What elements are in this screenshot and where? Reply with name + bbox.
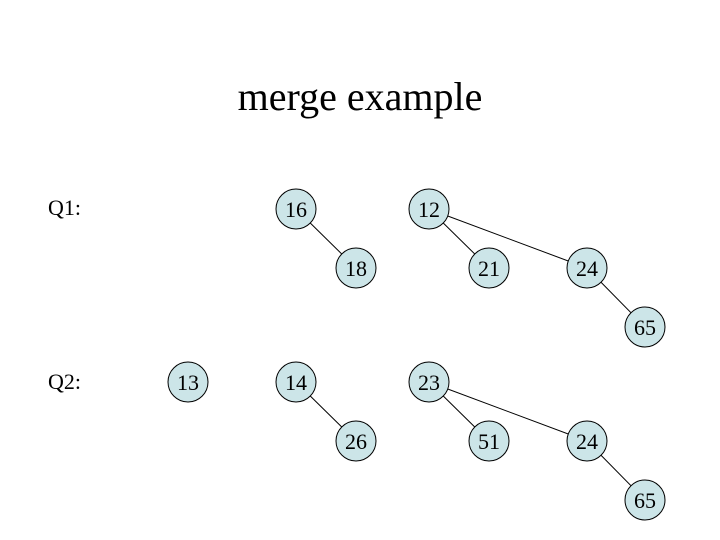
edge-q1-12-to-q1-24: [428, 208, 588, 269]
node-value: 12: [418, 197, 440, 222]
node-q1-18: 18: [335, 247, 377, 289]
node-q1-21: 21: [468, 247, 510, 289]
node-value: 14: [285, 370, 307, 395]
node-value: 23: [418, 370, 440, 395]
node-circle: [275, 361, 317, 403]
queue-label-q1: Q1:: [48, 195, 81, 220]
node-q1-24: 24: [566, 247, 608, 289]
slide-title: merge example: [238, 74, 483, 119]
node-q2-51: 51: [468, 420, 510, 462]
node-value: 51: [478, 429, 500, 454]
node-q2-13: 13: [167, 361, 209, 403]
node-circle: [275, 188, 317, 230]
node-circle: [167, 361, 209, 403]
node-circle: [408, 188, 450, 230]
node-circle: [566, 247, 608, 289]
node-value: 24: [576, 429, 598, 454]
edge-q2-23-to-q2-24: [428, 381, 588, 442]
queue-label-q2: Q2:: [48, 369, 81, 394]
node-q1-12: 12: [408, 188, 450, 230]
node-q2-26: 26: [335, 420, 377, 462]
node-value: 13: [177, 370, 199, 395]
node-q1-16: 16: [275, 188, 317, 230]
node-circle: [468, 420, 510, 462]
nodes-layer: 16 12 18 21 24 65 13 14 23 26 51 24 65: [167, 188, 666, 521]
node-q2-14: 14: [275, 361, 317, 403]
node-q2-65: 65: [624, 479, 666, 521]
node-value: 65: [634, 315, 656, 340]
node-q2-23: 23: [408, 361, 450, 403]
node-q1-65: 65: [624, 306, 666, 348]
node-value: 65: [634, 488, 656, 513]
node-circle: [624, 306, 666, 348]
node-q2-24: 24: [566, 420, 608, 462]
node-value: 24: [576, 256, 598, 281]
node-value: 18: [345, 256, 367, 281]
node-circle: [624, 479, 666, 521]
node-circle: [408, 361, 450, 403]
node-circle: [335, 420, 377, 462]
node-value: 26: [345, 429, 367, 454]
node-value: 21: [478, 256, 500, 281]
node-value: 16: [285, 197, 307, 222]
node-circle: [335, 247, 377, 289]
node-circle: [566, 420, 608, 462]
node-circle: [468, 247, 510, 289]
